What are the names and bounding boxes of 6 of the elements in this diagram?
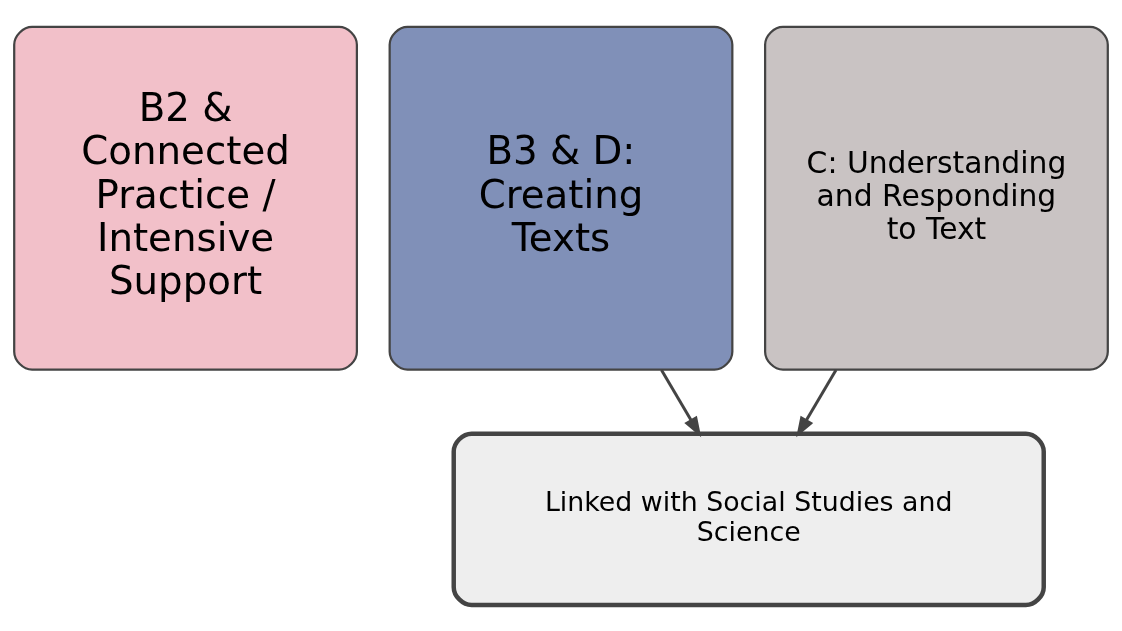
arrow — [660, 368, 702, 437]
node-box: B3 & D: Creating Texts — [388, 25, 734, 371]
arrow — [796, 368, 838, 437]
node-box: Linked with Social Studies and Science — [451, 430, 1046, 607]
node-box: B2 & Connected Practice / Intensive Support — [13, 25, 358, 371]
node-box: C: Understanding and Responding to Text — [764, 25, 1109, 371]
